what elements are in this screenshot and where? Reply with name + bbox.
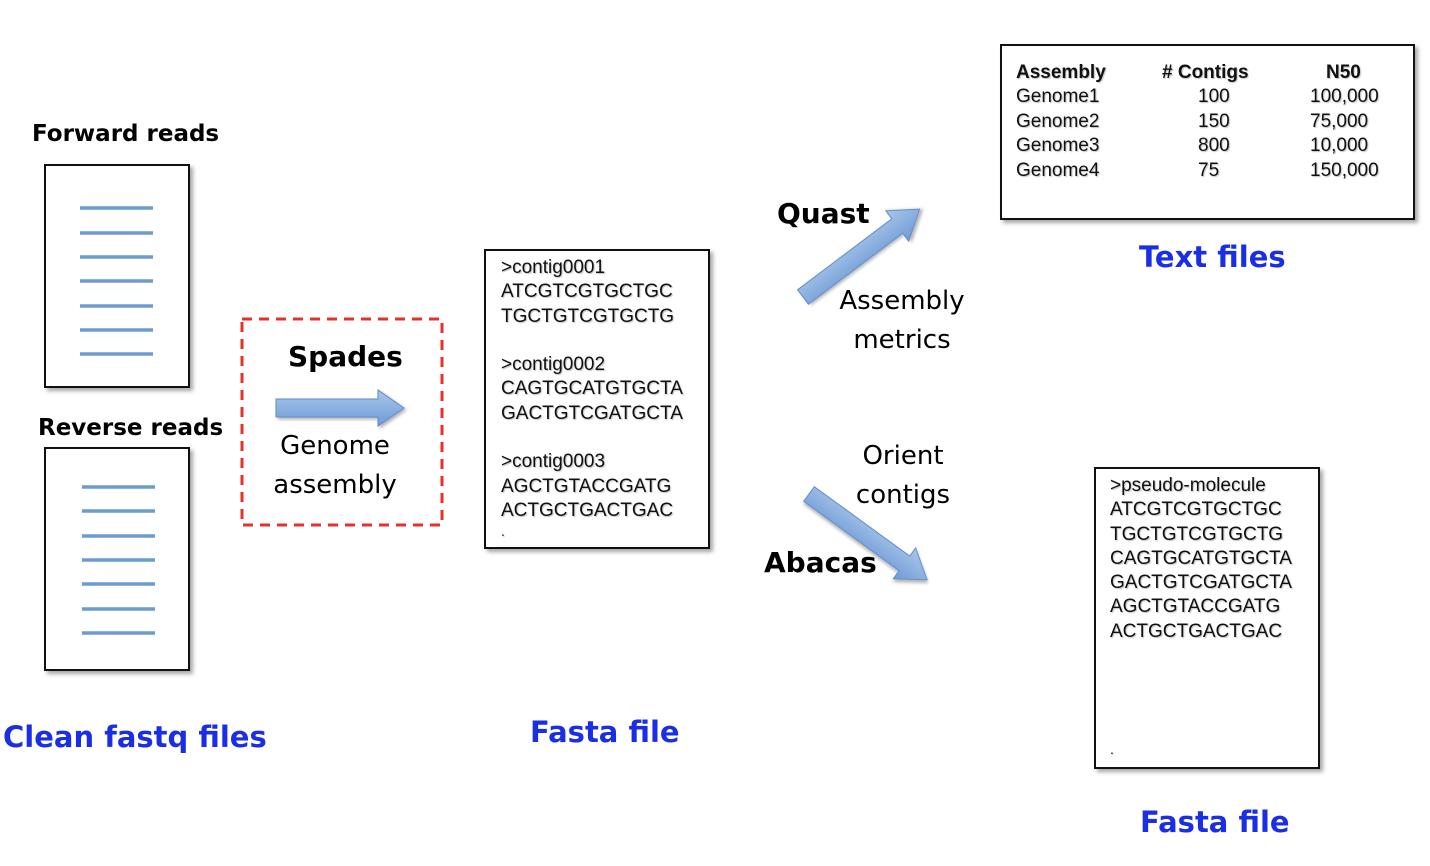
table-header-contigs: # Contigs bbox=[1162, 62, 1249, 83]
abacas-desc-line1: Orient bbox=[862, 441, 944, 471]
table-cell: 75,000 bbox=[1310, 111, 1369, 132]
abacas-tool-label: Abacas bbox=[764, 546, 877, 579]
spades-tool-label: Spades bbox=[288, 340, 403, 373]
table-cell: 150 bbox=[1198, 111, 1230, 132]
abacas-arrow-icon bbox=[803, 486, 928, 581]
spades-desc-line2: assembly bbox=[273, 470, 397, 500]
reverse-reads-label: Reverse reads bbox=[38, 415, 224, 441]
clean-fastq-title: Clean fastq files bbox=[3, 720, 267, 754]
pseudo-fasta-line: ATCGTCGTGCTGC bbox=[1110, 499, 1282, 521]
contigs-fasta-line: >contig0002 bbox=[501, 354, 606, 376]
spades-arrow-icon bbox=[275, 389, 405, 427]
text-files-title: Text files bbox=[1139, 240, 1286, 274]
pseudo-fasta-line: TGCTGTCGTGCTG bbox=[1110, 523, 1284, 545]
contigs-fasta-line: CAGTGCATGTGCTA bbox=[501, 378, 683, 400]
contigs-fasta-line: AGCTGTACCGATG bbox=[501, 475, 672, 497]
pseudo-fasta-end-mark: . bbox=[1110, 741, 1114, 757]
contigs-fasta-line: . bbox=[501, 523, 505, 540]
contigs-fasta-line: ATCGTCGTGCTGC bbox=[501, 281, 673, 303]
pseudo-fasta-line: >pseudo-molecule bbox=[1110, 475, 1266, 496]
quast-arrow-icon bbox=[796, 208, 921, 305]
metrics-table-document: Assembly # Contigs N50 Genome1 100 100,0… bbox=[1000, 44, 1415, 220]
quast-desc-line2: metrics bbox=[853, 325, 951, 355]
quast-desc-line1: Assembly bbox=[839, 286, 965, 316]
pseudo-fasta-line: ACTGCTGACTGAC bbox=[1110, 620, 1283, 642]
abacas-description: Orient contigs bbox=[836, 437, 970, 515]
forward-read-lines bbox=[80, 206, 153, 356]
forward-reads-label: Forward reads bbox=[32, 121, 220, 147]
table-cell: Genome2 bbox=[1016, 111, 1100, 132]
contigs-fasta-line: >contig0001 bbox=[501, 257, 606, 278]
contigs-fasta-line bbox=[501, 426, 683, 450]
table-cell: 75 bbox=[1198, 160, 1220, 181]
contigs-fasta-title: Fasta file bbox=[530, 715, 680, 749]
pseudo-fasta-title: Fasta file bbox=[1140, 805, 1290, 839]
contigs-fasta-line: TGCTGTCGTGCTG bbox=[501, 305, 675, 327]
abacas-desc-line2: contigs bbox=[855, 480, 951, 510]
contigs-fasta-line: >contig0003 bbox=[501, 451, 606, 473]
spades-description: Genome assembly bbox=[262, 427, 408, 505]
quast-description: Assembly metrics bbox=[830, 282, 974, 360]
pseudo-fasta-line: CAGTGCATGTGCTA bbox=[1110, 547, 1292, 569]
contigs-fasta-line: GACTGTCGATGCTA bbox=[501, 402, 683, 424]
table-cell: 10,000 bbox=[1310, 135, 1369, 156]
table-cell: Genome3 bbox=[1016, 135, 1100, 156]
table-cell: Genome1 bbox=[1016, 86, 1100, 107]
contigs-fasta-line bbox=[501, 329, 683, 353]
quast-tool-label: Quast bbox=[777, 197, 870, 230]
contigs-fasta-line: ACTGCTGACTGAC bbox=[501, 499, 674, 521]
pseudo-fasta-line: AGCTGTACCGATG bbox=[1110, 596, 1281, 618]
reverse-read-lines bbox=[82, 485, 155, 635]
table-header-assembly: Assembly bbox=[1016, 62, 1106, 83]
forward-reads-document bbox=[44, 164, 190, 388]
pseudo-fasta-line: GACTGTCGATGCTA bbox=[1110, 572, 1292, 594]
table-cell: 100,000 bbox=[1310, 86, 1379, 107]
table-cell: Genome4 bbox=[1016, 160, 1100, 181]
spades-desc-line1: Genome bbox=[280, 431, 390, 461]
table-cell: 100 bbox=[1198, 86, 1230, 107]
reverse-reads-document bbox=[44, 447, 190, 671]
table-cell: 800 bbox=[1198, 135, 1230, 156]
table-cell: 150,000 bbox=[1310, 160, 1379, 181]
table-header-n50: N50 bbox=[1326, 62, 1361, 83]
